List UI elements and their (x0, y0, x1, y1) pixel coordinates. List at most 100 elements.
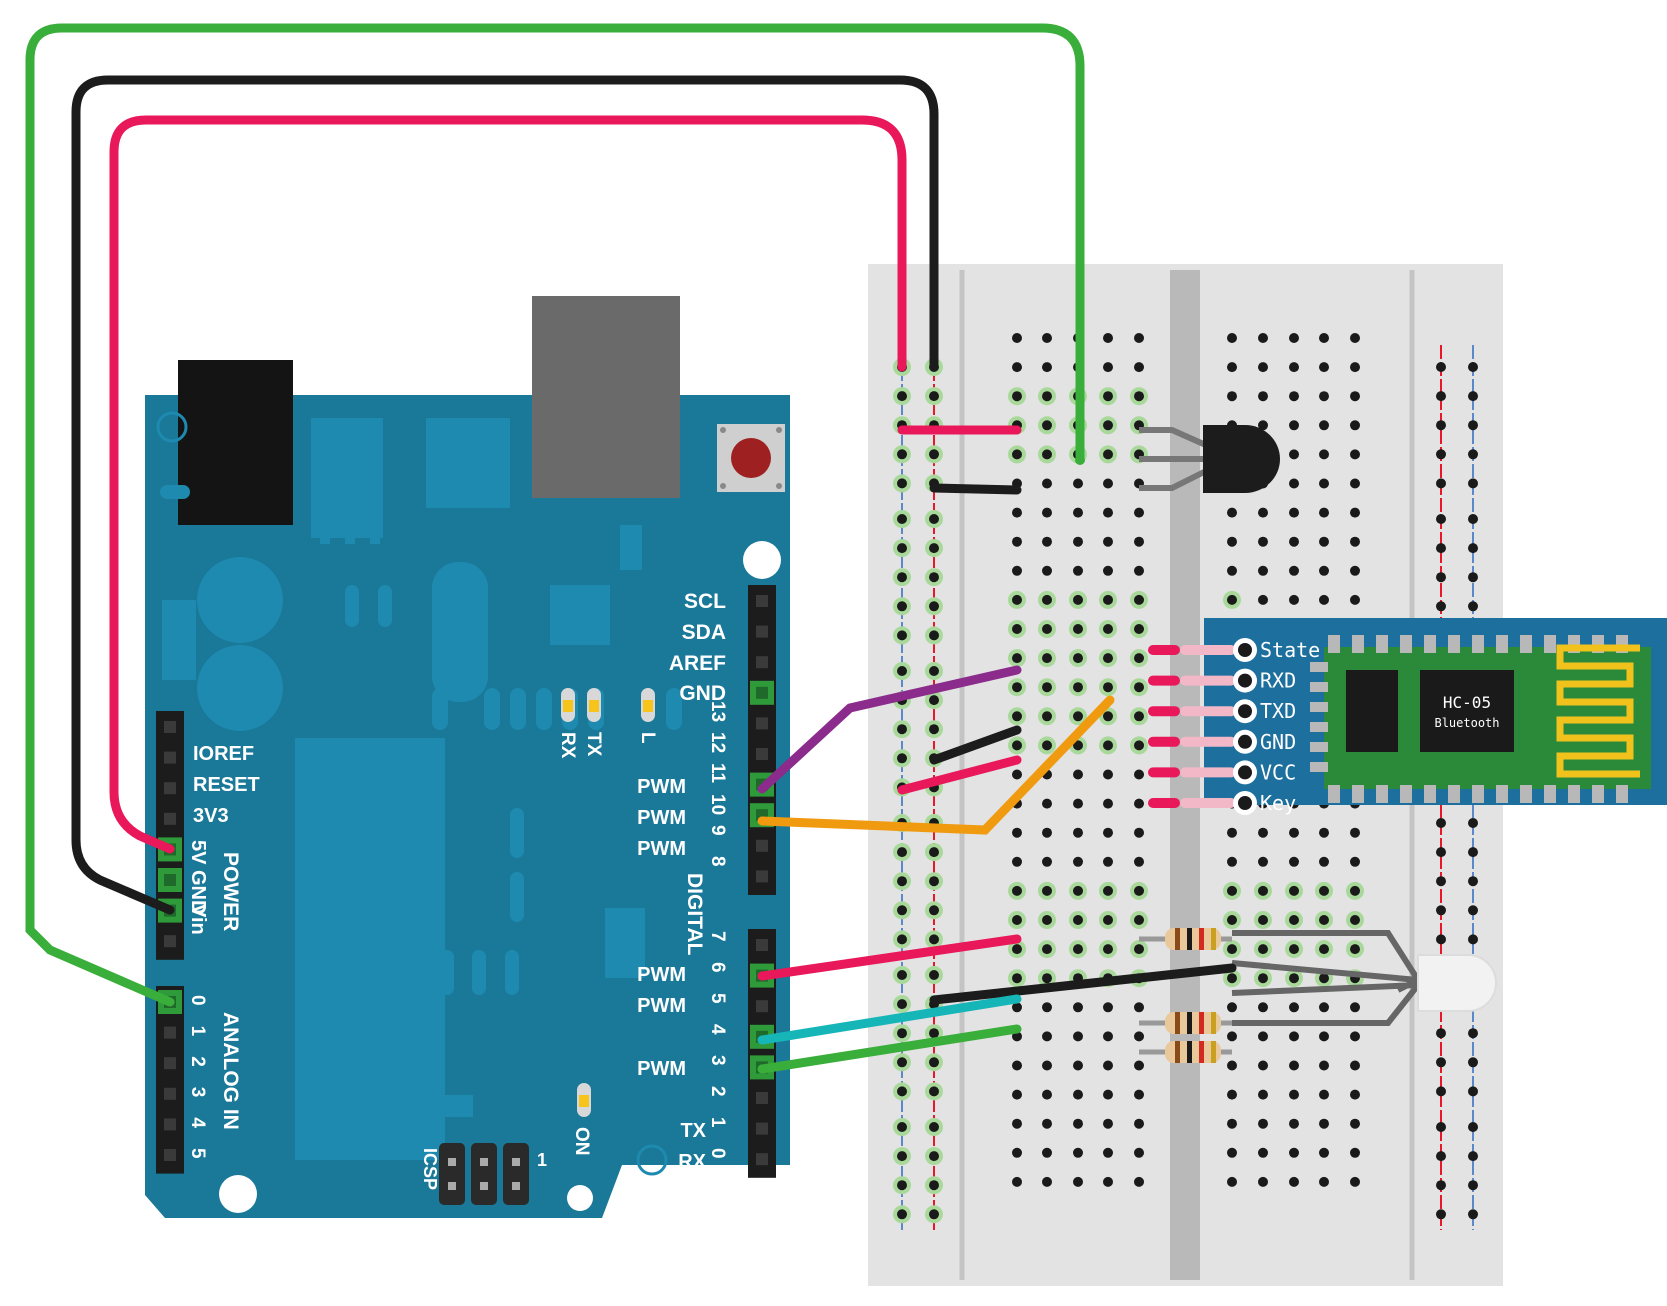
breadboard-hole (1134, 362, 1144, 373)
breadboard-hole (1073, 1002, 1083, 1013)
breadboard-hole (1346, 940, 1364, 959)
breadboard-hole (1227, 507, 1237, 518)
breadboard-hole (1285, 911, 1303, 929)
breadboard-hole (925, 387, 943, 406)
breadboard-hole (1223, 881, 1241, 900)
breadboard-hole (1468, 1057, 1478, 1068)
hc05-pin-key: Key (1148, 791, 1296, 815)
breadboard-hole (1258, 507, 1268, 518)
header-pin[interactable] (164, 812, 176, 825)
breadboard-hole (1350, 333, 1360, 343)
analog-pin-number: 4 (187, 1117, 208, 1128)
breadboard-hole (1042, 856, 1052, 867)
breadboard-hole (1436, 876, 1446, 887)
breadboard-hole (1258, 333, 1268, 343)
header-pin[interactable] (164, 1118, 176, 1131)
breadboard-hole (893, 1147, 911, 1166)
breadboard-hole (1289, 565, 1299, 576)
breadboard-hole (1319, 856, 1329, 867)
breadboard-hole (1099, 416, 1117, 435)
pin-label-3v3: 3V3 (193, 805, 229, 827)
breadboard-hole (1130, 940, 1148, 959)
breadboard-hole (1073, 1176, 1083, 1187)
breadboard-hole (893, 1205, 911, 1224)
breadboard-hole (1073, 507, 1083, 518)
breadboard-hole (1038, 387, 1056, 406)
breadboard-hole (1012, 1060, 1022, 1071)
header-pin[interactable] (164, 1057, 176, 1070)
header-pin[interactable] (756, 595, 768, 607)
breadboard-hole (1038, 445, 1056, 464)
header-pin[interactable] (164, 935, 176, 948)
header-pin[interactable] (164, 1087, 176, 1100)
digital-pin-number: 12 (707, 732, 728, 753)
breadboard-hole (1103, 798, 1113, 809)
breadboard-hole (893, 539, 911, 558)
header-pin[interactable] (164, 1026, 176, 1039)
breadboard-hole (1073, 798, 1083, 809)
breadboard-hole (1436, 847, 1446, 858)
reset-button[interactable] (717, 424, 785, 492)
breadboard-hole (1350, 1147, 1360, 1158)
pin-label-gnd-digital: GND (679, 682, 726, 705)
header-pin[interactable] (756, 656, 768, 669)
breadboard-hole (1103, 333, 1113, 343)
header-pin[interactable] (164, 1149, 176, 1161)
header-pin[interactable] (756, 1122, 768, 1135)
breadboard-hole (1038, 707, 1056, 726)
header-pin[interactable] (756, 839, 768, 852)
header-pin[interactable] (750, 680, 774, 705)
breadboard-hole (1227, 1089, 1237, 1100)
breadboard-hole (1073, 856, 1083, 867)
breadboard-hole (1289, 391, 1299, 402)
hc05-subtitle: Bluetooth (1434, 716, 1499, 730)
header-pin[interactable] (158, 868, 182, 892)
breadboard-hole (893, 1053, 911, 1072)
header-pin[interactable] (164, 721, 176, 733)
header-pin[interactable] (756, 1153, 768, 1166)
breadboard-hole (925, 626, 943, 645)
breadboard-hole (1042, 362, 1052, 373)
breadboard-hole (1289, 1031, 1299, 1042)
header-pin[interactable] (164, 751, 176, 764)
header-pin[interactable] (756, 625, 768, 638)
pwm-label-5: PWM (637, 995, 686, 1017)
breadboard-hole (1319, 827, 1329, 838)
digital-pin-number: 7 (707, 931, 728, 942)
resistor (1139, 1041, 1232, 1063)
header-pin[interactable] (756, 870, 768, 883)
breadboard-hole (893, 597, 911, 616)
breadboard-hole (893, 1024, 911, 1043)
header-pin[interactable] (756, 748, 768, 760)
analog-pin-number: 2 (187, 1056, 208, 1067)
header-pin[interactable] (756, 1000, 768, 1013)
breadboard-hole (1289, 449, 1299, 460)
wire-green-a0 (25, 23, 1085, 1007)
breadboard-hole (1227, 1031, 1237, 1042)
breadboard-hole (1436, 1151, 1446, 1162)
breadboard-hole (1258, 827, 1268, 838)
breadboard-hole (1350, 449, 1360, 460)
breadboard-hole (1073, 1089, 1083, 1100)
breadboard-hole (1468, 362, 1478, 372)
header-pin[interactable] (756, 1092, 768, 1104)
breadboard-hole (925, 597, 943, 616)
breadboard-hole (1130, 590, 1148, 609)
digital-title: DIGITAL (683, 873, 706, 956)
breadboard-hole (1289, 1089, 1299, 1100)
breadboard-hole (1099, 881, 1117, 900)
breadboard-hole (1042, 1118, 1052, 1129)
header-pin[interactable] (756, 717, 768, 730)
breadboard-hole (1073, 565, 1083, 576)
breadboard-hole (1319, 1118, 1329, 1129)
header-pin[interactable] (756, 939, 768, 951)
header-pin[interactable] (164, 782, 176, 795)
breadboard-hole (1350, 1002, 1360, 1013)
breadboard-hole (925, 691, 943, 710)
digital-pin-number: 0 (707, 1148, 728, 1159)
breadboard-hole (1012, 1147, 1022, 1158)
breadboard-hole (1315, 940, 1333, 959)
breadboard-hole (1223, 940, 1241, 959)
breadboard-hole (1350, 594, 1360, 605)
breadboard-hole (1436, 934, 1446, 945)
